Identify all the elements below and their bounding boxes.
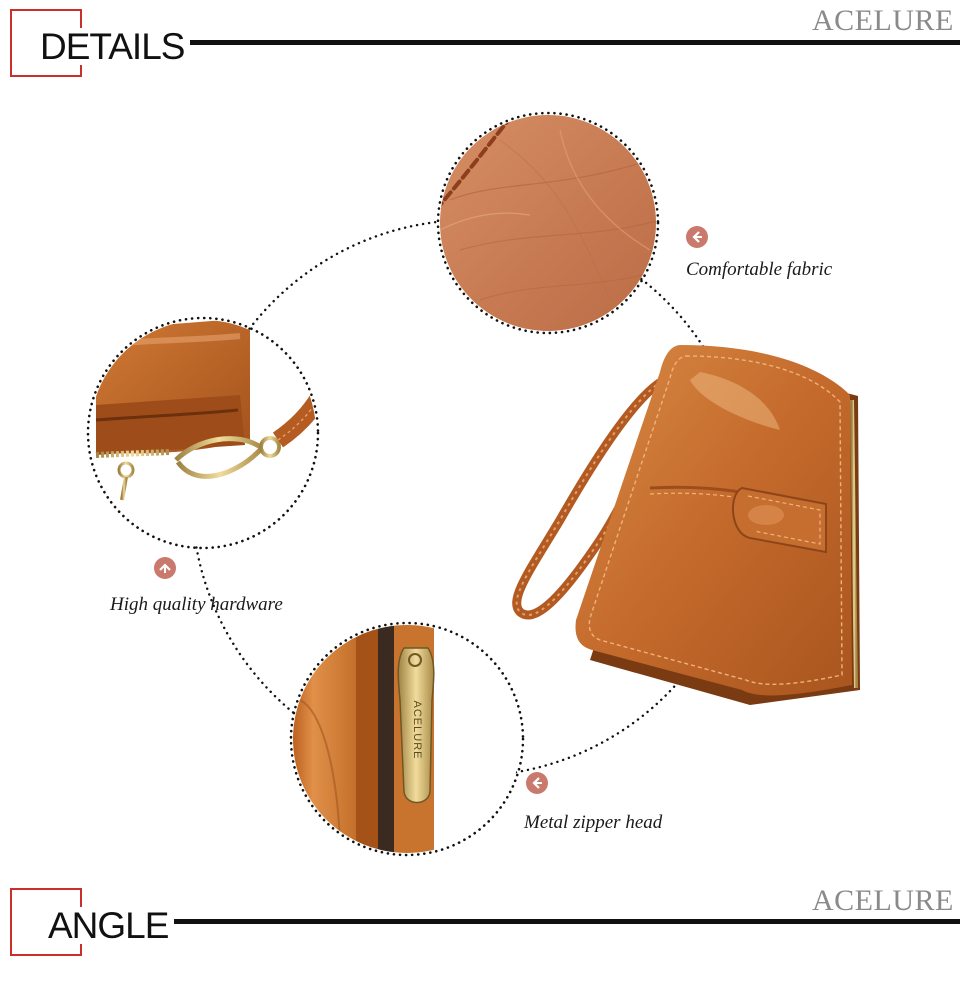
feature-label-hardware: High quality hardware <box>110 594 283 615</box>
zipper-detail-image: ACELURE <box>293 625 521 853</box>
wallet-product-image <box>512 345 860 705</box>
details-rule <box>150 40 960 45</box>
arrow-left-icon <box>686 226 708 248</box>
angle-title: ANGLE <box>46 907 175 944</box>
hardware-detail-image <box>90 320 316 546</box>
arrow-left-icon <box>526 772 548 794</box>
angle-rule <box>160 919 960 924</box>
feature-label-zipper: Metal zipper head <box>524 812 663 833</box>
details-title: DETAILS <box>38 28 191 65</box>
feature-label-fabric: Comfortable fabric <box>686 259 833 280</box>
arrow-up-icon <box>154 557 176 579</box>
zipper-engraving: ACELURE <box>411 701 423 760</box>
brand-logo-bottom: ACELURE <box>812 884 954 917</box>
fabric-detail-image <box>440 115 656 331</box>
brand-logo-top: ACELURE <box>812 4 954 37</box>
